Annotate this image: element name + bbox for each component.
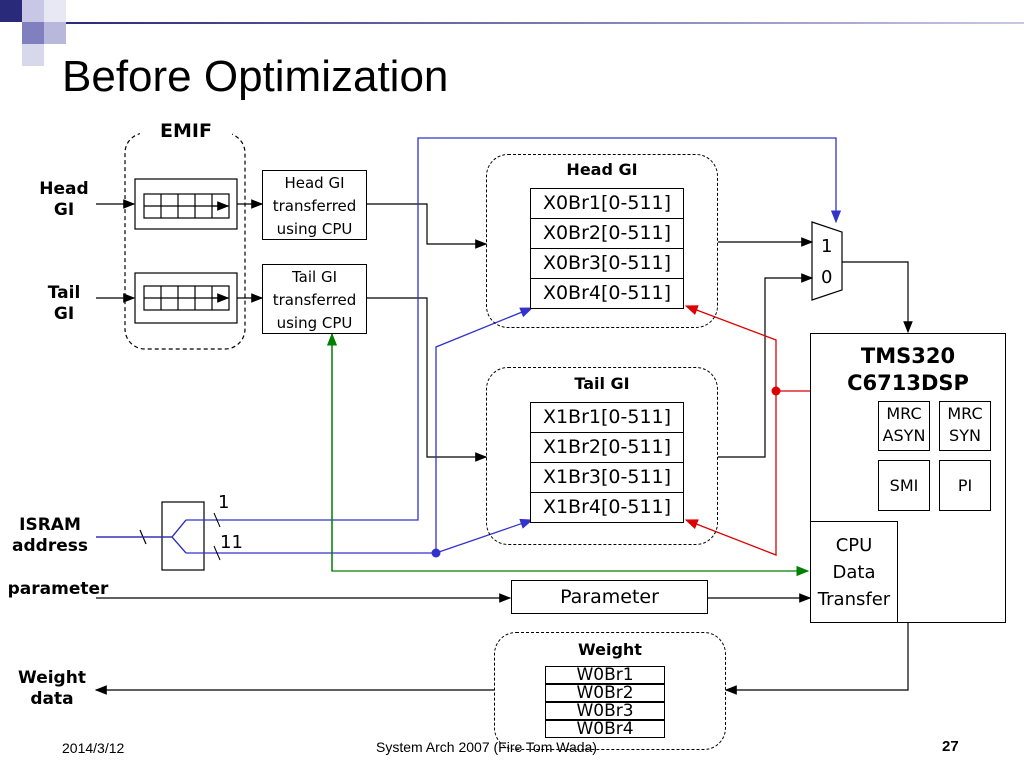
- tail-register: X1Br4[0-511]: [530, 492, 684, 523]
- weight-group-title: Weight: [578, 640, 642, 659]
- head-register: X0Br4[0-511]: [530, 278, 684, 309]
- corner-square-6: [22, 44, 44, 66]
- mux-input-1: 1: [821, 236, 833, 257]
- page-number: 27: [942, 738, 959, 755]
- corner-square-3: [44, 0, 66, 22]
- mux-input-0: 0: [821, 267, 833, 288]
- emif-title: EMIF: [140, 120, 232, 142]
- corner-square-1: [0, 0, 22, 22]
- head-gi-group-title: Head GI: [566, 160, 638, 179]
- parameter-box: Parameter: [511, 580, 708, 614]
- weight-group: [494, 632, 726, 750]
- tail-register: X1Br1[0-511]: [530, 402, 684, 433]
- head-register: X0Br3[0-511]: [530, 248, 684, 279]
- slide-title: Before Optimization: [62, 52, 449, 101]
- weight-register: W0Br1: [545, 666, 665, 684]
- weight-register: W0Br3: [545, 702, 665, 720]
- splitter-out-11: 11: [220, 532, 243, 553]
- tail-gi-group-title: Tail GI: [574, 374, 630, 393]
- head-register: X0Br1[0-511]: [530, 188, 684, 219]
- tail-register: X1Br3[0-511]: [530, 462, 684, 493]
- weight-register: W0Br2: [545, 684, 665, 702]
- head-gi-group: [486, 154, 718, 328]
- corner-square-4: [22, 22, 44, 44]
- parameter-label: parameter: [7, 579, 109, 599]
- pi-block: PI: [939, 460, 991, 511]
- corner-square-2: [22, 0, 44, 22]
- splitter-out-1: 1: [218, 492, 230, 513]
- smi-block: SMI: [878, 460, 930, 511]
- weight-register: W0Br4: [545, 720, 665, 738]
- footer-date: 2014/3/12: [62, 740, 125, 756]
- title-rule: [66, 22, 1024, 24]
- corner-square-5: [44, 22, 66, 44]
- tail-register: X1Br2[0-511]: [530, 432, 684, 463]
- footer-center: System Arch 2007 (Fire Tom Wada): [376, 739, 597, 755]
- tail-gi-group: [486, 367, 718, 545]
- head-register: X0Br2[0-511]: [530, 218, 684, 249]
